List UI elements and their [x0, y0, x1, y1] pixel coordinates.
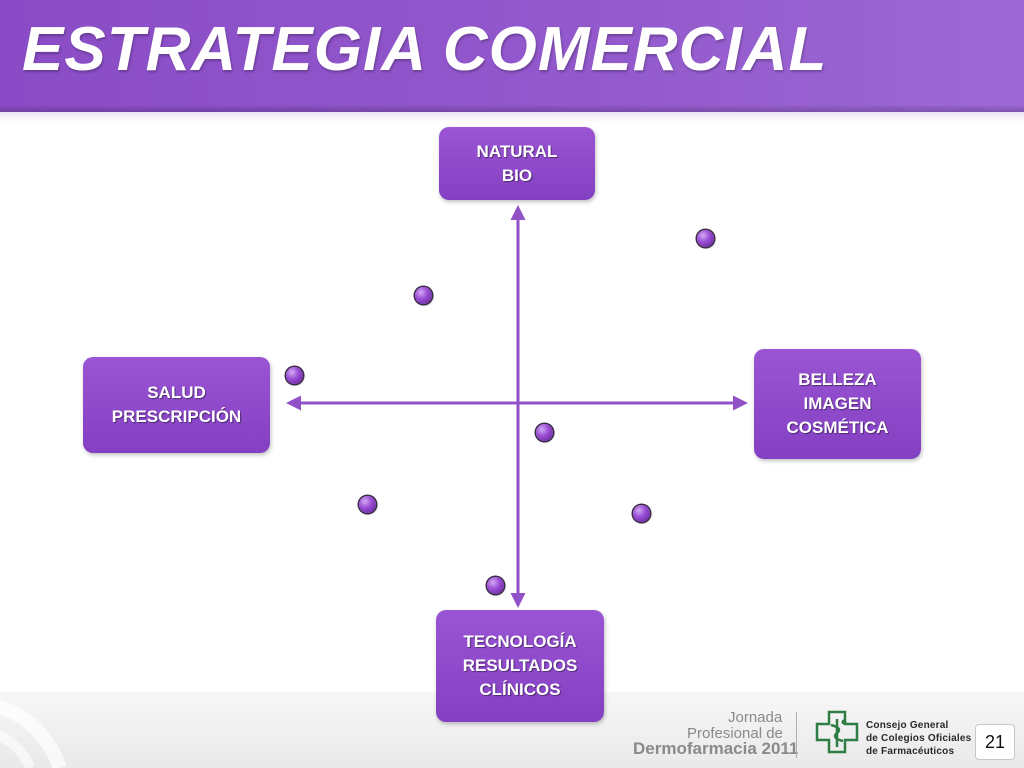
quadrant-label-line: RESULTADOS: [462, 656, 578, 675]
footer-wave-decoration: [0, 699, 67, 768]
event-name-line: Profesional de: [687, 725, 783, 742]
quadrant-label-line: TECNOLOGÍA: [463, 632, 577, 651]
organization-name-line: Consejo General: [866, 720, 949, 731]
position-dot: [415, 287, 432, 304]
quadrant-label-line: PRESCRIPCIÓN: [111, 407, 242, 426]
page-title: ESTRATEGIA COMERCIAL: [22, 15, 828, 84]
quadrant-label-line: BELLEZA: [798, 370, 877, 389]
event-name-line: Jornada: [728, 709, 783, 726]
quadrant-label-line: CLÍNICOS: [479, 680, 561, 699]
footer-divider: [796, 712, 797, 758]
header-shadow: [0, 112, 1024, 122]
organization-name-line: de Farmacéuticos: [866, 746, 955, 757]
quadrant-label-bottom: TECNOLOGÍA RESULTADOS CLÍNICOS: [436, 610, 604, 722]
position-dot: [697, 230, 714, 247]
position-dot: [286, 367, 303, 384]
pharmacy-cross-logo-icon: [815, 710, 859, 754]
quadrant-label-line: IMAGEN: [803, 394, 872, 413]
quadrant-label-line: COSMÉTICA: [786, 418, 889, 437]
organization-name-line: de Colegios Oficiales: [866, 733, 972, 744]
event-name-line: Dermofarmacia 2011: [633, 739, 799, 758]
quadrant-label-right: BELLEZA IMAGEN COSMÉTICA: [754, 349, 921, 459]
position-dot: [536, 424, 553, 441]
quadrant-label-top: NATURAL BIO: [439, 127, 595, 200]
position-dot: [487, 577, 504, 594]
quadrant-label-line: BIO: [501, 165, 533, 185]
quadrant-label-line: NATURAL: [476, 141, 558, 161]
quadrant-label-left: SALUD PRESCRIPCIÓN: [83, 357, 270, 453]
quadrant-label-line: SALUD: [147, 383, 206, 402]
position-dot: [633, 505, 650, 522]
position-dot: [359, 496, 376, 513]
page-number: 21: [975, 724, 1015, 760]
header-banner: ESTRATEGIA COMERCIAL: [0, 0, 1024, 112]
